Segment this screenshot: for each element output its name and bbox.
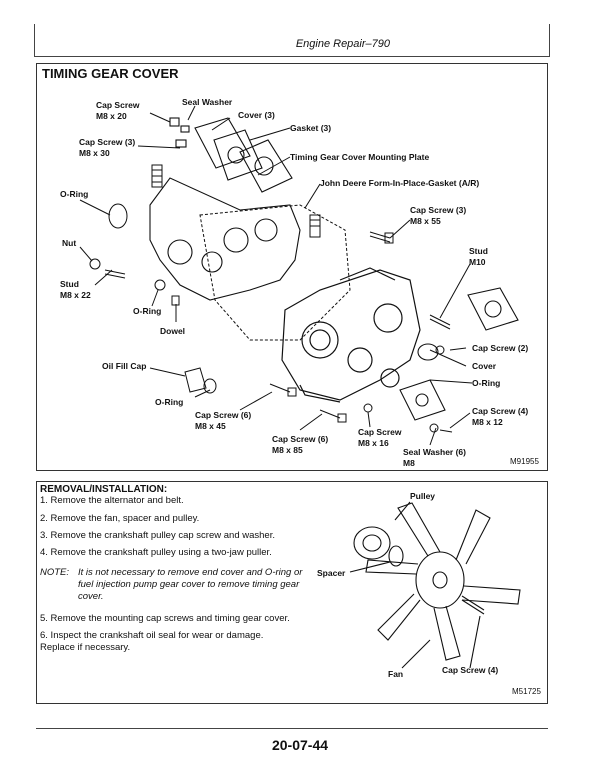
label-o-ring-mid: O-Ring (133, 306, 162, 316)
label-cap-screw-2: Cap Screw (2) (472, 343, 529, 353)
label-cap-screw-m8x20-size: M8 x 20 (96, 111, 127, 121)
label-dowel: Dowel (160, 326, 186, 336)
removal-step-3: 3. Remove the crankshaft pulley cap scre… (40, 530, 275, 541)
label-cap-screw-m8x30: Cap Screw (3) (79, 137, 136, 147)
figure-panel (36, 63, 548, 471)
header-title: Engine Repair–790 (295, 38, 390, 50)
main-housing (281, 267, 421, 403)
page-number: 20-07-44 (271, 737, 329, 753)
label-oil-fill-cap: Oil Fill Cap (102, 361, 147, 371)
label-cap-screw-m8x12: Cap Screw (4) (472, 406, 529, 416)
label-seal-washer-6-size: M8 (403, 458, 415, 468)
label-fan: Fan (388, 669, 404, 679)
label-mounting-plate: Timing Gear Cover Mounting Plate (290, 152, 430, 162)
removal-title: REMOVAL/INSTALLATION: (40, 484, 168, 495)
removal-step-2: 2. Remove the fan, spacer and pulley. (40, 513, 200, 524)
form-gasket-line (199, 204, 351, 341)
label-cover-3: Cover (3) (238, 110, 275, 120)
label-spacer: Spacer (317, 568, 346, 578)
label-cap-screw-m8x16-size: M8 x 16 (358, 438, 389, 448)
removal-step-6: 6. Inspect the crankshaft oil seal for w… (40, 630, 264, 641)
label-cap-screw-m8x20: Cap Screw (96, 100, 140, 110)
leader-lines (79, 105, 473, 446)
label-o-ring-right: O-Ring (472, 378, 501, 388)
label-gasket-3: Gasket (3) (290, 123, 332, 133)
label-stud-m10-size: M10 (469, 257, 486, 267)
note-text: It is not necessary to remove end cover … (78, 567, 303, 602)
header-frame (34, 24, 550, 57)
label-seal-washer-6: Seal Washer (6) (403, 447, 466, 457)
label-cap-screw-m8x55: Cap Screw (3) (410, 205, 467, 215)
label-cap-screw-m8x55-size: M8 x 55 (410, 216, 441, 226)
right-fasteners (269, 214, 453, 433)
label-o-ring-low: O-Ring (155, 397, 184, 407)
left-fasteners (89, 164, 180, 306)
small-cover-parts (169, 117, 293, 193)
figure2-ref: M51725 (512, 687, 541, 696)
mounting-plate (149, 177, 301, 301)
label-cap-screw-m8x16: Cap Screw (358, 427, 402, 437)
section-title: TIMING GEAR COVER (42, 66, 179, 81)
note-label: NOTE: (40, 567, 70, 578)
label-cap-screw-m8x85-size: M8 x 85 (272, 445, 303, 455)
label-cap-screw-m8x30-size: M8 x 30 (79, 148, 110, 158)
label-cap-screw-m8x45: Cap Screw (6) (195, 410, 252, 420)
label-seal-washer: Seal Washer (182, 97, 233, 107)
footer-rule (36, 728, 548, 729)
label-form-gasket: John Deere Form-In-Place-Gasket (A/R) (320, 178, 480, 188)
label-stud-m10: Stud (469, 246, 488, 256)
fan-assembly (349, 501, 521, 669)
right-covers (399, 287, 519, 421)
label-stud-m8x22-size: M8 x 22 (60, 290, 91, 300)
label-o-ring-top: O-Ring (60, 189, 89, 199)
removal-note: NOTE: It is not necessary to remove end … (40, 567, 310, 602)
label-stud-m8x22: Stud (60, 279, 79, 289)
label-nut: Nut (62, 238, 77, 248)
o-ring-top (108, 203, 128, 229)
label-pulley: Pulley (410, 491, 436, 501)
figure1-ref: M91955 (510, 457, 539, 466)
removal-step-4: 4. Remove the crankshaft pulley using a … (40, 547, 272, 558)
label-cap-screw-m8x12-size: M8 x 12 (472, 417, 503, 427)
label-cap-screw-m8x85: Cap Screw (6) (272, 434, 329, 444)
oil-fill-cap (184, 367, 217, 394)
label-cap-screw-m8x45-size: M8 x 45 (195, 421, 226, 431)
label-cover: Cover (472, 361, 497, 371)
removal-step-1: 1. Remove the alternator and belt. (40, 495, 184, 506)
removal-panel (36, 481, 548, 704)
removal-step-5: 5. Remove the mounting cap screws and ti… (40, 613, 290, 624)
removal-step-6-continued: Replace if necessary. (40, 642, 131, 653)
label-fan-cap-screw-4: Cap Screw (4) (442, 665, 499, 675)
